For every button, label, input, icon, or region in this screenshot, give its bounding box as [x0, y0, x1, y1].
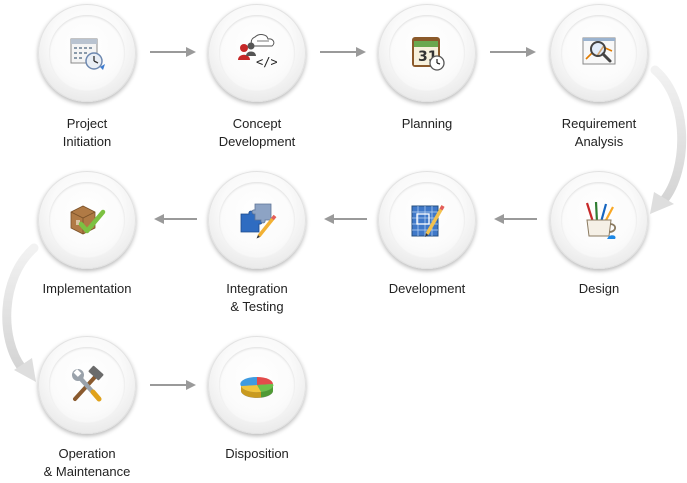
- step-requirement-analysis: [550, 4, 648, 102]
- curved-arrow-right: [650, 65, 687, 205]
- box-checkmark-icon: [70, 205, 106, 235]
- label-development: Development: [388, 281, 466, 296]
- arrow-left-2: [324, 214, 367, 224]
- label-concept-development: Concept Development: [218, 116, 296, 149]
- puzzle-pencil-icon: [240, 203, 277, 239]
- people-code-icon: </>: [238, 34, 277, 69]
- step-planning: 31: [378, 4, 476, 102]
- arrow-right-2: [320, 47, 366, 57]
- label-project-initiation: Project Initiation: [62, 116, 112, 149]
- step-development: [378, 171, 476, 269]
- label-design: Design: [578, 281, 620, 296]
- arrow-right-1: [150, 47, 196, 57]
- arrow-right-4: [150, 380, 196, 390]
- step-integration-testing: [208, 171, 306, 269]
- curved-arrow-left-head: [14, 358, 36, 382]
- arrow-left-3: [154, 214, 197, 224]
- calendar-clock-icon: [70, 38, 105, 70]
- magnifier-chart-icon: [582, 37, 616, 65]
- svg-text:</>: </>: [256, 55, 277, 69]
- label-planning: Planning: [401, 116, 453, 131]
- step-operation-maintenance: [38, 336, 136, 434]
- label-operation-maintenance: Operation & Maintenance: [43, 446, 131, 479]
- pie-chart-icon: [240, 376, 274, 398]
- step-implementation: [38, 171, 136, 269]
- step-disposition: [208, 336, 306, 434]
- curved-arrow-right-head: [650, 192, 674, 214]
- arrow-left-1: [494, 214, 537, 224]
- paint-brushes-mug-icon: [585, 201, 617, 239]
- label-requirement-analysis: Requirement Analysis: [561, 116, 637, 149]
- step-project-initiation: [38, 4, 136, 102]
- wrench-hammer-icon: [72, 365, 104, 402]
- arrow-right-3: [490, 47, 536, 57]
- curved-arrow-left: [2, 243, 39, 373]
- label-implementation: Implementation: [42, 281, 132, 296]
- blueprint-pencil-icon: [411, 205, 445, 237]
- label-integration-testing: Integration & Testing: [226, 281, 288, 314]
- calendar-31-icon: 31: [412, 37, 445, 71]
- step-design: [550, 171, 648, 269]
- step-concept-development: </>: [208, 4, 306, 102]
- label-disposition: Disposition: [225, 446, 289, 461]
